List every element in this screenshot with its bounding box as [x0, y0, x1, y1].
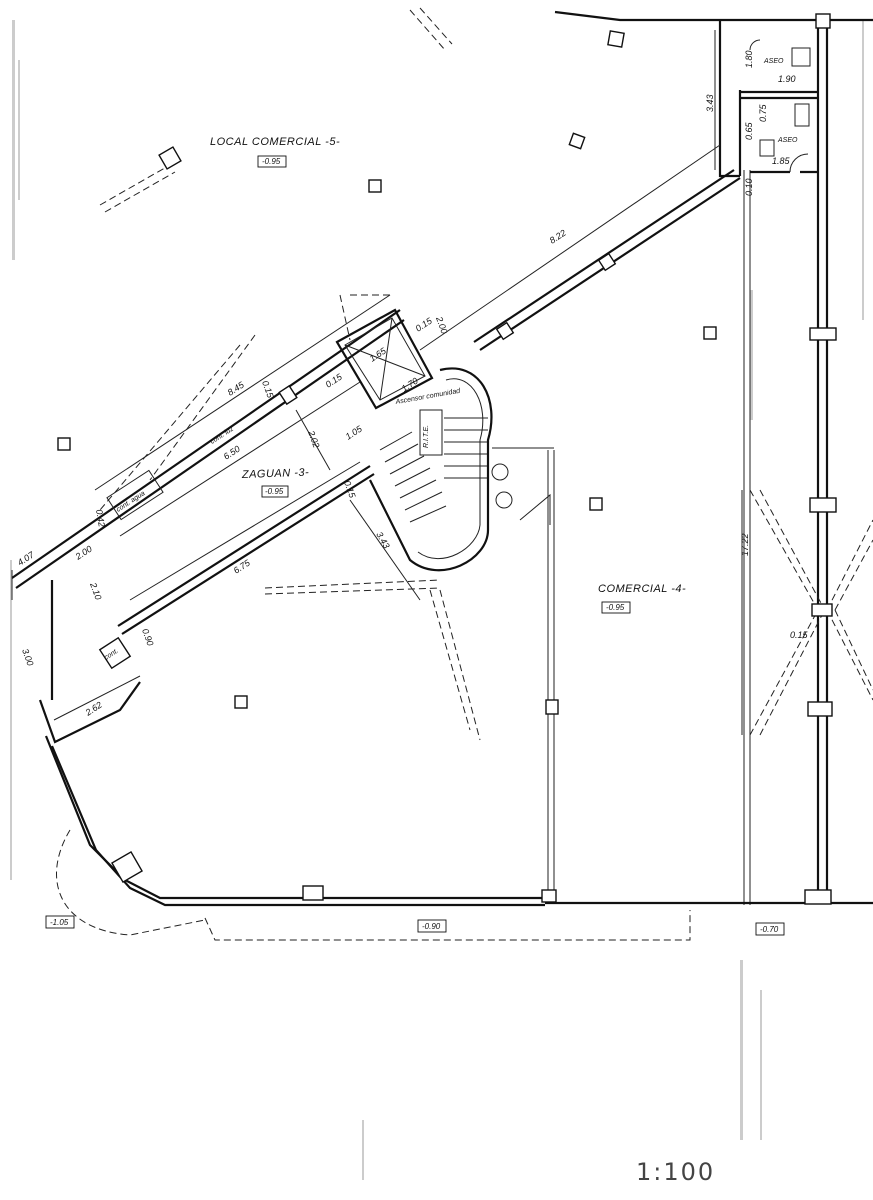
scale-label: 1:100	[636, 1158, 715, 1186]
dim-3-00: 3.00	[20, 647, 35, 667]
columns	[98, 13, 837, 905]
dim-0-15-stair: 0.15	[342, 479, 358, 500]
room-name-aseo2: ASEO	[777, 137, 798, 144]
dim-2-10: 2.10	[88, 580, 104, 601]
dim-0-10: 0.10	[744, 178, 754, 196]
dim-0-75: 0.75	[758, 103, 768, 122]
dimension-lines	[11, 30, 743, 735]
exterior-walls	[11, 10, 873, 907]
room-level-comercial4: -0.95	[606, 603, 625, 612]
dimension-texts: 1.80 1.90 0.75 0.65 1.85 0.10 3.43 8.22 …	[16, 50, 809, 718]
label-cont-luz: cont. luz	[209, 425, 235, 445]
room-name-zaguan: ZAGUAN -3-	[241, 467, 310, 481]
projection-lines	[56, 7, 873, 941]
room-name-local5: LOCAL COMERCIAL -5-	[210, 136, 340, 148]
dim-2-62: 2.62	[83, 700, 104, 718]
dim-3-43-top: 3.43	[705, 94, 715, 112]
dim-1-85: 1.85	[772, 156, 791, 166]
dim-1-80: 1.80	[744, 50, 754, 68]
dim-0-42: 0.42	[94, 509, 107, 528]
level-right: -0.70	[760, 925, 779, 934]
dim-8-22: 8.22	[548, 228, 568, 246]
stair-core	[335, 308, 551, 572]
room-level-zaguan: -0.95	[265, 487, 284, 496]
level-left: -1.05	[50, 918, 69, 927]
dim-4-07: 4.07	[16, 549, 37, 567]
dim-3-43-stair: 3.43	[374, 530, 391, 550]
annotations: cont. agua cont. luz Ascensor comunidad …	[103, 388, 462, 662]
markers	[57, 132, 717, 709]
dim-0-90: 0.90	[140, 627, 155, 647]
label-rite: R.I.T.E.	[423, 425, 430, 448]
room-name-aseo1: ASEO	[763, 58, 784, 65]
dim-8-45: 8.45	[226, 379, 247, 397]
dim-2-00-top: 2.00	[434, 314, 450, 335]
dim-0-65: 0.65	[744, 121, 754, 140]
dim-6-75: 6.75	[232, 557, 253, 575]
room-labels: LOCAL COMERCIAL -5- -0.95 ZAGUAN -3- -0.…	[210, 58, 798, 614]
dim-17-22: 17.22	[740, 533, 750, 556]
scan-noise	[10, 20, 864, 1180]
dim-1-05: 1.05	[344, 423, 365, 441]
room-level-local5: -0.95	[262, 157, 281, 166]
dim-6-50: 6.50	[222, 444, 242, 462]
dim-2-02: 2.02	[306, 428, 322, 449]
room-name-comercial4: COMERCIAL -4-	[598, 583, 686, 595]
level-center: -0.90	[422, 922, 441, 931]
dim-0-15-top: 0.15	[414, 315, 435, 333]
dim-1-90: 1.90	[778, 74, 796, 84]
level-markers: -1.05 -0.90 -0.70	[45, 915, 785, 936]
dim-0-15-right: 0.15	[790, 630, 809, 640]
